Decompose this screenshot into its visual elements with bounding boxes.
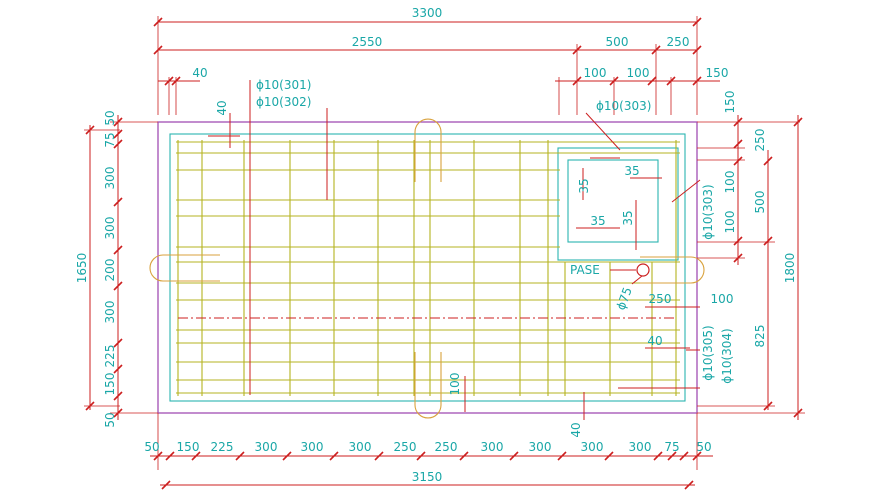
dim-bottom-9: 300 (481, 440, 504, 454)
dim-left-8: 150 (103, 373, 117, 396)
dim-top-small-3: 150 (706, 66, 729, 80)
dim-left-4: 300 (103, 217, 117, 240)
dim-bottom-total: 3150 (412, 470, 443, 484)
dim-misc-250: 250 (649, 292, 672, 306)
dim-bottom-3: 225 (211, 440, 234, 454)
dim-misc-35-c: 35 (590, 214, 605, 228)
dim-misc-35-d: 35 (621, 210, 635, 225)
dim-right-825: 825 (753, 325, 767, 348)
opening-inner-outline (567, 159, 659, 243)
drain-pipe-circle (636, 263, 650, 277)
dim-left-6: 300 (103, 301, 117, 324)
dim-misc-100-b: 100 (448, 373, 462, 396)
label-bar-302: ϕ10(302) (256, 95, 311, 109)
dim-left-1: 50 (103, 110, 117, 125)
dim-bottom-13: 75 (664, 440, 679, 454)
label-pase: PASE (570, 263, 600, 277)
dim-top-right: 250 (667, 35, 690, 49)
dim-right-1: 150 (723, 91, 737, 114)
dim-misc-40-left: 40 (215, 100, 229, 115)
dim-left-7: 225 (103, 345, 117, 368)
opening-outline (557, 147, 679, 261)
dim-bottom-7: 250 (394, 440, 417, 454)
dim-top-small-1: 100 (584, 66, 607, 80)
dim-bottom-2: 150 (177, 440, 200, 454)
dim-misc-35-a: 35 (577, 178, 591, 193)
rebar-hooks (149, 118, 705, 419)
dim-misc-40-b: 40 (569, 422, 583, 437)
label-bar-303-top: ϕ10(303) (596, 99, 651, 113)
dim-misc-40-r: 40 (647, 334, 662, 348)
dim-top-40: 40 (192, 66, 207, 80)
label-bar-305: ϕ10(305) (701, 325, 715, 380)
dim-bottom-6: 300 (349, 440, 372, 454)
dim-left-5: 200 (103, 259, 117, 282)
dim-bottom-12: 300 (629, 440, 652, 454)
label-bar-303-side: ϕ10(303) (701, 184, 715, 239)
slab-outer-edge (157, 121, 698, 414)
dim-bottom-4: 300 (255, 440, 278, 454)
dimension-lines (84, 16, 805, 490)
dim-misc-35-b: 35 (624, 164, 639, 178)
dim-right-2: 250 (753, 129, 767, 152)
label-bar-304: ϕ10(304) (720, 328, 734, 383)
dim-bottom-10: 300 (529, 440, 552, 454)
label-bar-301: ϕ10(301) (256, 78, 311, 92)
dim-misc-100-r: 100 (711, 292, 734, 306)
dim-right-total: 1800 (783, 253, 797, 284)
dim-top-small-2: 100 (627, 66, 650, 80)
dim-top-total: 3300 (412, 6, 443, 20)
dim-bottom-11: 300 (581, 440, 604, 454)
dim-left-3: 300 (103, 167, 117, 190)
dim-right-4: 500 (753, 191, 767, 214)
dim-bottom-14: 50 (696, 440, 711, 454)
dim-right-3: 100 (723, 171, 737, 194)
dim-left-2: 75 (103, 132, 117, 147)
slab-inner-cover-line (169, 133, 686, 402)
dim-bottom-1: 50 (144, 440, 159, 454)
dim-bottom-8: 250 (435, 440, 458, 454)
label-pipe: ϕ75 (614, 285, 635, 312)
dim-right-5: 100 (723, 211, 737, 234)
dim-top-mid: 500 (606, 35, 629, 49)
rebar-grid (176, 140, 680, 396)
dim-bottom-5: 300 (301, 440, 324, 454)
dim-left-9: 50 (103, 412, 117, 427)
dim-left-total: 1650 (75, 253, 89, 284)
dim-top-left: 2550 (352, 35, 383, 49)
